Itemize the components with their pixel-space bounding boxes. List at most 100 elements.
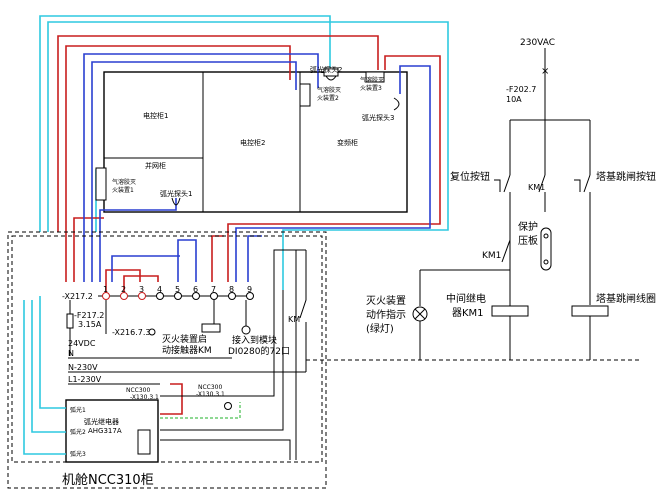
board-pin-top bbox=[543, 233, 549, 239]
f217-rating: 3.15A bbox=[78, 320, 102, 329]
fire-device-1-label-1: 气溶胶灭 bbox=[112, 178, 136, 186]
arc-relay-box bbox=[65, 399, 159, 463]
reset-contact bbox=[503, 174, 511, 193]
x217-label: -X217.2 bbox=[62, 292, 93, 301]
terminal-2 bbox=[120, 292, 128, 300]
fire-device-2-dome bbox=[325, 75, 337, 81]
arc-relay-model: AHG317A bbox=[88, 427, 122, 435]
relay-to-km-wire bbox=[160, 249, 306, 397]
trip-contact bbox=[583, 174, 591, 193]
protect-board-icon bbox=[540, 227, 552, 271]
terminal-strip: -X217.2 1 2 3 4 5 6 7 8 9 bbox=[62, 285, 254, 301]
l1230-label: L1-230V bbox=[68, 375, 102, 384]
ncc310-label: 机舱NCC310柜 bbox=[62, 473, 154, 488]
module-label-2: DI0280的72口 bbox=[228, 345, 290, 357]
trip-button-label: 塔基跳闸按钮 bbox=[596, 170, 656, 183]
terminal-8 bbox=[228, 292, 236, 300]
terminal-3 bbox=[138, 292, 146, 300]
arc-probe-1-icon bbox=[171, 197, 181, 206]
terminal-number: 1 bbox=[103, 285, 108, 294]
ncc300-red-wire bbox=[160, 383, 183, 415]
module-label-1: 接入到模块 bbox=[232, 334, 277, 346]
indicator-label-3: (绿灯) bbox=[366, 322, 394, 335]
reset-button-label: 复位按钮 bbox=[450, 170, 490, 183]
terminal-9 bbox=[246, 292, 254, 300]
protect-board-label-2: 压板 bbox=[518, 234, 538, 247]
inverter-cabinet-label: 变频柜 bbox=[337, 138, 358, 147]
terminal-number: 8 bbox=[229, 285, 234, 294]
ncc300-green-wire bbox=[160, 402, 241, 419]
terminal-6 bbox=[192, 292, 200, 300]
arc-cyan-3 bbox=[23, 300, 66, 455]
trip-coil-label: 塔基跳闸线圈 bbox=[596, 292, 656, 305]
x216-label: -X216.7.3 bbox=[112, 328, 151, 337]
reset-button-icon bbox=[494, 179, 501, 192]
fire-device-3-icon bbox=[365, 71, 385, 83]
fire-device-3-label-2: 火装置3 bbox=[360, 84, 382, 92]
fire-device-2-group bbox=[95, 67, 400, 206]
n-label: N bbox=[68, 349, 74, 358]
fire-device-1-label-2: 火装置1 bbox=[112, 186, 134, 194]
ncc310-inner-frame bbox=[11, 235, 323, 463]
indicator-label-1: 灭火装置 bbox=[366, 294, 406, 307]
arc-cyan-1 bbox=[39, 296, 66, 409]
terminal-4 bbox=[156, 292, 164, 300]
right-circuit: 230VAC × -F202.7 10A 复位按钮 塔基跳闸按钮 KM1 KM1… bbox=[306, 38, 656, 361]
relay-coil-icon bbox=[491, 305, 529, 317]
control-cabinet-1-label: 电控柜1 bbox=[143, 111, 168, 120]
n230-label: N-230V bbox=[68, 363, 98, 372]
fuse-rating: 10A bbox=[506, 95, 522, 104]
fire-start-label-1: 灭火装置启 bbox=[162, 333, 207, 345]
fire-device-1-icon bbox=[95, 167, 107, 201]
arc-probe-3-icon bbox=[393, 97, 400, 111]
trip-button-icon bbox=[574, 179, 581, 192]
module-terminal bbox=[241, 325, 251, 335]
blue-wire-6 bbox=[111, 255, 180, 282]
dc24-label: 24VDC bbox=[68, 339, 96, 348]
arc-probe-1-label: 弧光探头1 bbox=[160, 189, 192, 198]
ncc310-outer-frame bbox=[7, 231, 327, 489]
relay-coil-label-2: 器KM1 bbox=[452, 307, 484, 319]
km1-contact-left bbox=[501, 239, 511, 263]
blue-wire-5 bbox=[99, 198, 177, 282]
arc-relay-group: 弧光继电器 AHG317A 弧光1 弧光2 弧光3 bbox=[23, 296, 159, 463]
terminal-number: 6 bbox=[193, 285, 198, 294]
fire-device-2-label-2: 火装置2 bbox=[317, 94, 339, 102]
km1-contact-top bbox=[538, 174, 546, 193]
cyan-wire-1 bbox=[39, 15, 331, 232]
board-pin-bottom bbox=[543, 259, 549, 265]
trip-coil-icon bbox=[571, 305, 609, 317]
km1-top-label: KM1 bbox=[528, 183, 545, 192]
fire-device-3-label-1: 气溶胶灭 bbox=[360, 76, 384, 84]
red-wire-4 bbox=[227, 55, 441, 282]
ncc300-a-terminal: -X130.3.1 bbox=[130, 394, 159, 401]
arc-input-2: 弧光2 bbox=[70, 428, 86, 436]
arc-relay-label: 弧光继电器 bbox=[84, 417, 119, 426]
ncc300-a-label: NCC300 bbox=[126, 387, 151, 394]
ncc300-terminal bbox=[224, 402, 232, 410]
arc-input-3: 弧光3 bbox=[70, 450, 86, 458]
lamp-cross-b bbox=[414, 308, 426, 320]
sensor-wires bbox=[39, 15, 449, 296]
km-coil-icon bbox=[201, 323, 221, 333]
km-left-label: KM bbox=[288, 315, 300, 324]
arc-cyan-2 bbox=[31, 300, 66, 433]
terminal-1 bbox=[102, 292, 110, 300]
ncc300-b-label: NCC300 bbox=[198, 384, 223, 391]
arc-input-1: 弧光1 bbox=[70, 406, 86, 414]
cabinet-outline bbox=[103, 71, 408, 213]
control-cabinet-2-label: 电控柜2 bbox=[240, 138, 265, 147]
relay-contacts-icon bbox=[137, 429, 151, 455]
relay-coil-label-1: 中间继电 bbox=[446, 292, 486, 305]
protect-board-label-1: 保护 bbox=[518, 220, 538, 233]
arc-probe-3-label: 弧光探头3 bbox=[362, 113, 394, 122]
cyan-wire-2 bbox=[47, 21, 449, 290]
fuse-f217-icon bbox=[66, 313, 74, 329]
fire-start-label-2: 动接触器KM bbox=[162, 344, 212, 356]
terminal-number: 7 bbox=[211, 285, 216, 294]
fuse-label: -F202.7 bbox=[506, 85, 536, 94]
red-wire-1 bbox=[57, 35, 379, 232]
fuse-group: -F217.2 3.15A -X216.7.3 24VDC N N-230V L… bbox=[66, 300, 306, 385]
